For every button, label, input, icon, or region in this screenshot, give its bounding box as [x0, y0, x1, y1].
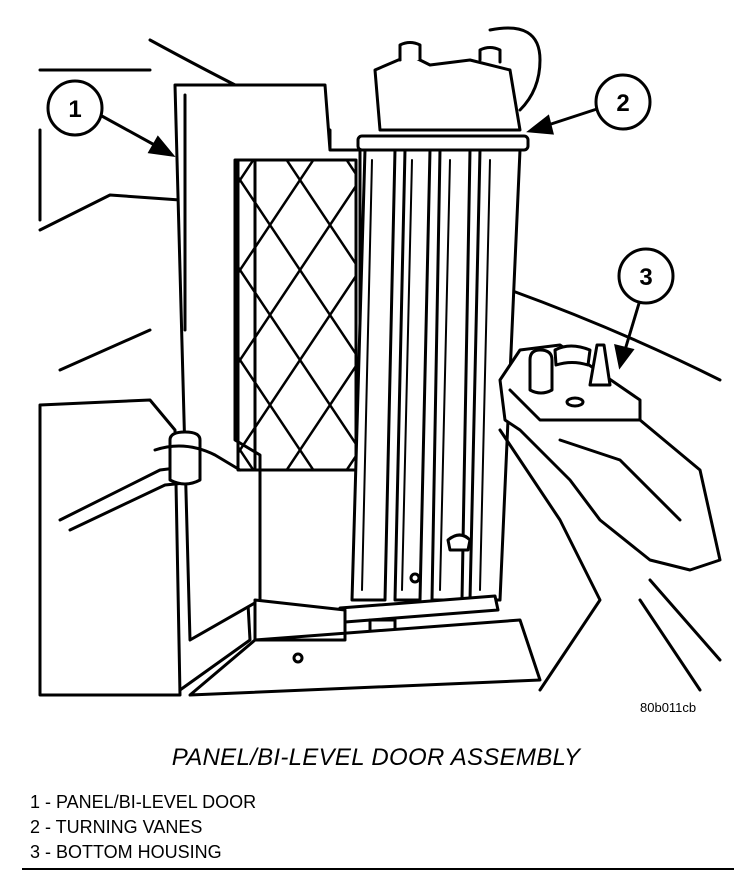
- callout-3: 3: [617, 247, 675, 305]
- legend-item-3: 3 - BOTTOM HOUSING: [30, 842, 222, 862]
- housing-outline-top-right: [488, 26, 542, 112]
- leader-arrows: [99, 106, 642, 370]
- vanes-top-cap: [373, 53, 522, 132]
- callout-2-number: 2: [616, 90, 629, 117]
- bottom-housing-pin: [588, 343, 612, 387]
- legend-item-1: 1 - PANEL/BI-LEVEL DOOR: [30, 792, 257, 812]
- callout-1: 1: [46, 79, 104, 137]
- door-mesh-filter: [236, 158, 358, 472]
- housing-outline-right: [508, 288, 722, 382]
- callout-3-number: 3: [639, 264, 652, 291]
- figure-reference-code: 80b011cb: [640, 700, 697, 715]
- bottom-housing-post: [528, 348, 554, 395]
- left-post: [168, 430, 202, 486]
- housing-outline-left: [38, 68, 152, 222]
- floor-panel: [188, 598, 542, 697]
- callout-1-number: 1: [68, 96, 81, 123]
- vane-1: [350, 148, 397, 602]
- legend-item-2: 2 - TURNING VANES: [30, 817, 203, 837]
- vanes-top-bar: [356, 134, 530, 152]
- assembly-illustration: 1 2 3: [38, 26, 722, 697]
- figure-title: PANEL/BI-LEVEL DOOR ASSEMBLY: [171, 744, 581, 771]
- left-housing-base: [38, 398, 182, 697]
- vane-3: [430, 148, 472, 602]
- bottom-rule: [22, 868, 734, 870]
- callout-2: 2: [594, 73, 652, 131]
- legend: 1 - PANEL/BI-LEVEL DOOR 2 - TURNING VANE…: [30, 790, 256, 865]
- vane-2: [393, 148, 432, 602]
- housing-inner-left: [38, 193, 182, 372]
